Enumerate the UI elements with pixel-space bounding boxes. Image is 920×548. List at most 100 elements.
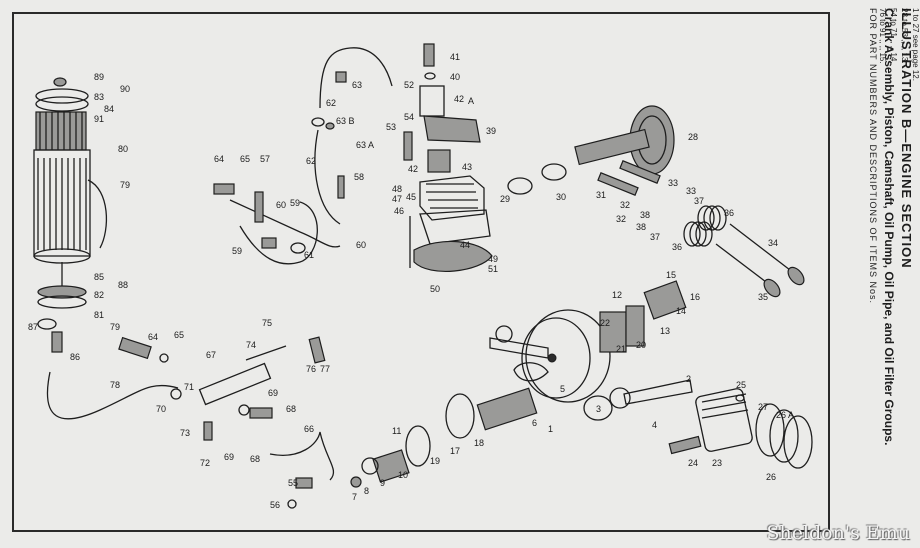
callout: 78 [110, 380, 120, 390]
callout: 62 [326, 98, 336, 108]
callout: 90 [120, 84, 130, 94]
shaft-washer [350, 476, 362, 488]
callout: 19 [430, 456, 440, 466]
callout: 45 [406, 192, 416, 202]
caption-note: FOR PART NUMBERS AND DESCRIPTIONS OF ITE… [868, 8, 878, 305]
callout: 66 [304, 424, 314, 434]
union-washer-c [287, 499, 297, 509]
callout: 38 [636, 222, 646, 232]
filter-element [35, 111, 87, 151]
callout: 57 [260, 154, 270, 164]
union-washer-b [159, 353, 169, 363]
callout: 46 [394, 206, 404, 216]
callout: 62 [306, 156, 316, 166]
union-nut-a [213, 183, 235, 195]
callout: 4 [652, 420, 657, 430]
callout: 81 [94, 310, 104, 320]
callout: 74 [246, 340, 256, 350]
filter-breather-pipe [87, 179, 108, 249]
callout: 7 [352, 492, 357, 502]
page-ref: 76 to 91 ,, ,, 15. [878, 8, 887, 64]
piston [695, 388, 753, 452]
pump-stud [403, 131, 413, 161]
callout: 80 [118, 144, 128, 154]
piston-ring-b [769, 409, 799, 463]
callout: 85 [94, 272, 104, 282]
callout: 32 [620, 200, 630, 210]
union-nut-b [118, 336, 152, 360]
pump-flange [423, 115, 481, 143]
callout: 73 [180, 428, 190, 438]
callout: 71 [184, 382, 194, 392]
return-pipe [229, 199, 341, 248]
pump-cover-plate [419, 175, 485, 221]
union-bolt [337, 175, 345, 199]
callout: 54 [404, 112, 414, 122]
callout: 68 [286, 404, 296, 414]
callout: 70 [156, 404, 166, 414]
callout: 52 [404, 80, 414, 90]
piston-ring-grooves [701, 393, 749, 419]
callout: 1 [548, 424, 553, 434]
callout: 61 [304, 250, 314, 260]
callout: 64 [214, 154, 224, 164]
callout: 59 [232, 246, 242, 256]
exploded-engine-diagram: 89 90 83 84 91 80 79 85 88 82 81 79 87 8… [28, 43, 813, 510]
callout: 15 [666, 270, 676, 280]
callout: 53 [386, 122, 396, 132]
callout: 29 [500, 194, 510, 204]
shaft-nut [361, 457, 379, 475]
oil-pump-group [403, 43, 493, 273]
callout: 60 [356, 240, 366, 250]
callout: 12 [612, 290, 622, 300]
union-nut-c [295, 477, 313, 489]
piston-ring-c [783, 415, 813, 469]
callout: 91 [94, 114, 104, 124]
callout: 65 [240, 154, 250, 164]
filter-cap-nut [53, 77, 67, 87]
callout: 23 [712, 458, 722, 468]
callout: 63 [352, 80, 362, 90]
junction-bolt-b [308, 336, 326, 364]
banjo-union-lower [290, 242, 306, 254]
shaft-nut-washer [405, 425, 431, 467]
rocker-oil-pipe [319, 47, 393, 109]
callout: 60 [276, 200, 286, 210]
valve-stem-a [729, 223, 791, 271]
callout: 48 [392, 184, 402, 194]
junction-screw [203, 421, 213, 441]
callout: 87 [28, 322, 38, 332]
banjo-union-top [311, 117, 325, 127]
oil-strainer [413, 240, 493, 273]
flywheel-left [525, 309, 611, 403]
callout: 79 [120, 180, 130, 190]
callout: 39 [486, 126, 496, 136]
callout: 75 [262, 318, 272, 328]
callout: 6 [532, 418, 537, 428]
callout: 72 [200, 458, 210, 468]
callout: 84 [104, 104, 114, 114]
callout: 41 [450, 52, 460, 62]
tappet-b [619, 160, 661, 184]
feed-pipe [314, 129, 341, 225]
circlip [735, 394, 745, 402]
page-ref: 1 to 27 see page 12. [911, 8, 920, 81]
filter-element-pleats [39, 112, 83, 150]
junction-loop-pipe [239, 201, 318, 265]
junction-washer-a [170, 388, 182, 400]
callout: 83 [94, 92, 104, 102]
callout: 32 [616, 214, 626, 224]
callout: 13 [660, 326, 670, 336]
callout: 9 [380, 478, 385, 488]
crank-pin-hole [547, 353, 557, 363]
mainshaft-drive-side [476, 387, 538, 431]
callout: 2 [686, 374, 691, 384]
filter-body [33, 149, 91, 257]
callout: 14 [676, 306, 686, 316]
callout: 37 [650, 232, 660, 242]
filter-bottom-plate [37, 295, 87, 309]
page-references: 1 to 27 see page 12. 28 to 53 ,, ,, 13. … [836, 8, 920, 158]
watermark-text: Sheldon's Emu [766, 522, 910, 544]
callout: 40 [450, 72, 460, 82]
piston-ring-a [755, 403, 785, 457]
